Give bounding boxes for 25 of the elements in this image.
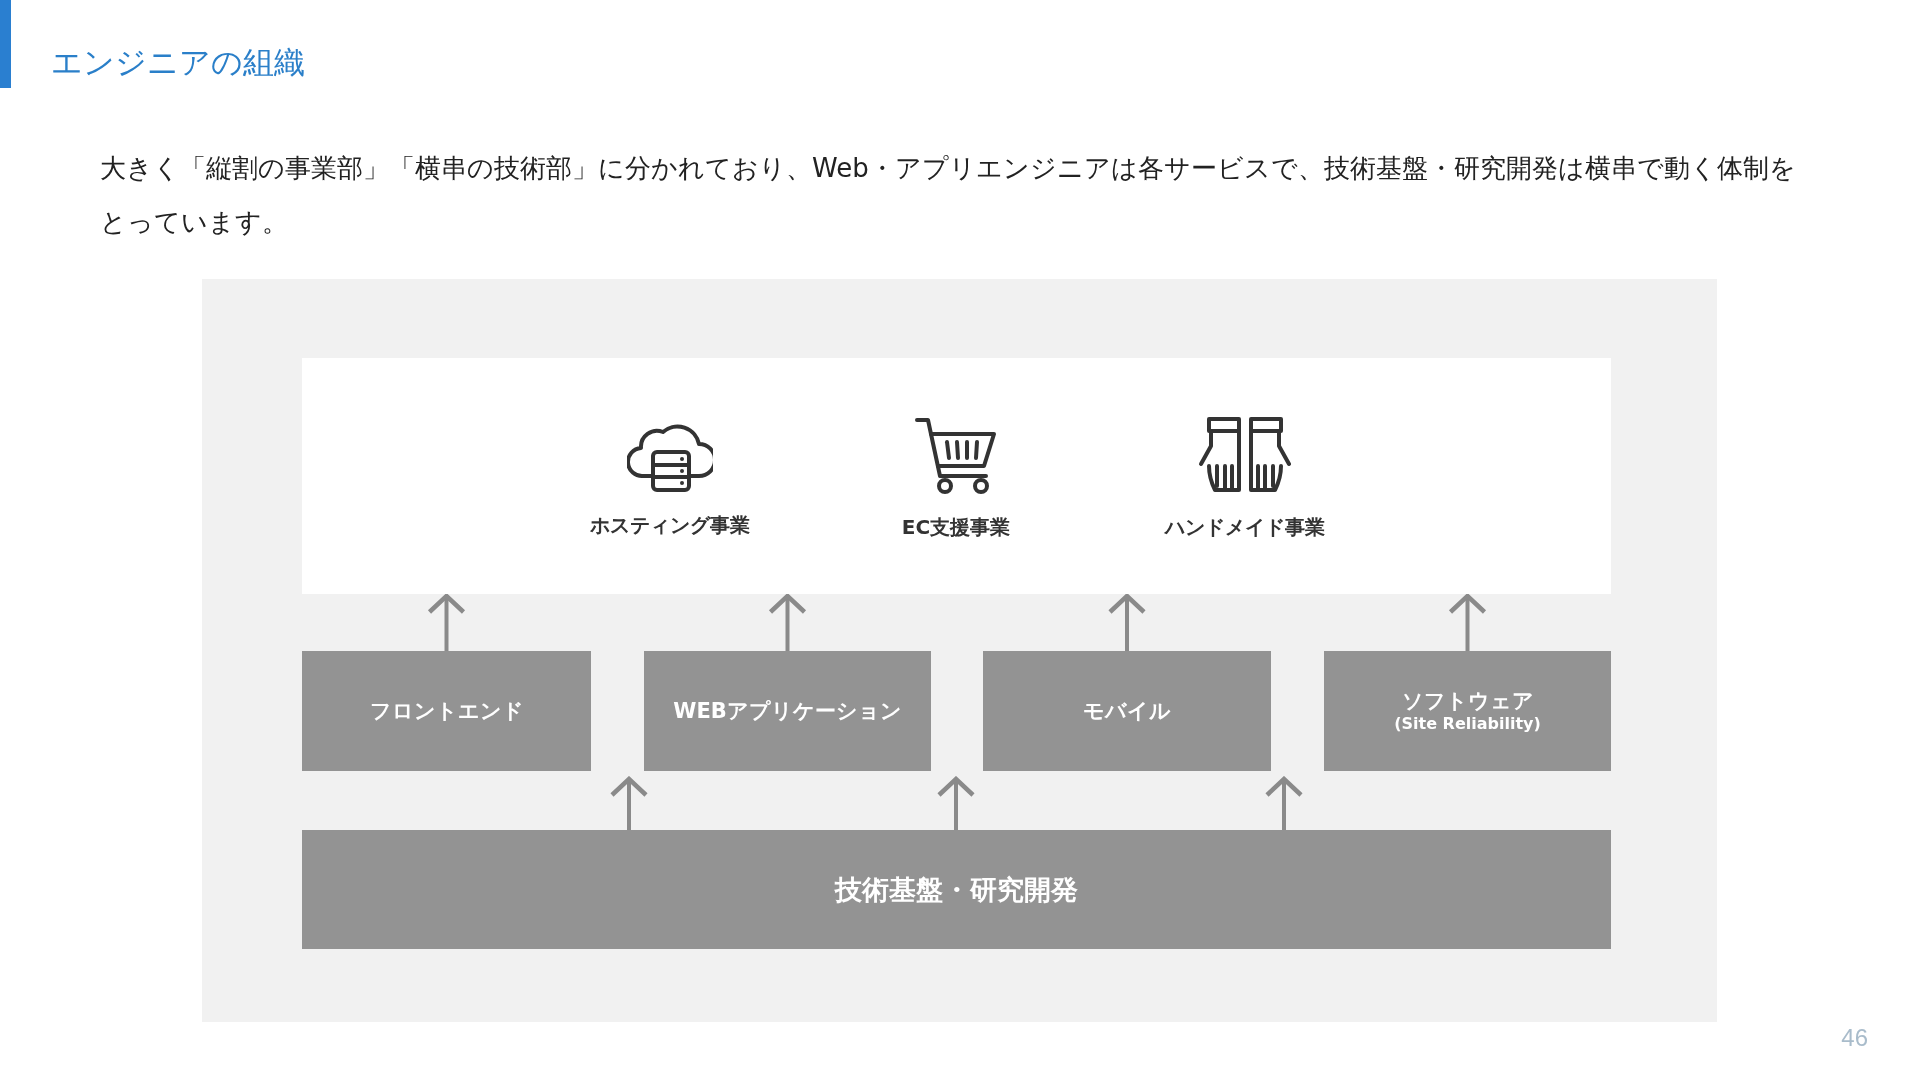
services-panel [302, 358, 1611, 594]
arrow [1107, 593, 1147, 651]
service-label: ホスティング事業 [590, 511, 750, 539]
arrow [936, 776, 976, 830]
platform-bar [302, 830, 1611, 949]
box-label: モバイル [1083, 697, 1171, 725]
box-subtitle: (Site Reliability) [1394, 714, 1541, 735]
arrow [427, 593, 466, 651]
box-label: ソフトウェア [1401, 687, 1534, 715]
team-box [1324, 651, 1611, 771]
service-label: EC支援事業 [901, 513, 1011, 541]
arrow [1448, 593, 1487, 651]
arrow [1264, 776, 1304, 830]
arrow [609, 776, 649, 830]
team-box [983, 651, 1271, 771]
description-text: 大きく「縦割の事業部」「横串の技術部」に分かれており、Web・アプリエンジニアは各サービスで、技術基盤・研究開発は横串で動く体制をとっています。 [100, 152, 1797, 239]
slide-title: エンジニアの組織 [51, 43, 305, 82]
box-label: フロントエンド [369, 697, 524, 725]
box-label: WEBアプリケーション [673, 697, 902, 725]
team-box [644, 651, 931, 771]
page-number: 46 [1841, 1024, 1868, 1052]
service-label: ハンドメイド事業 [1165, 513, 1325, 541]
team-box [302, 651, 591, 771]
arrow [768, 593, 807, 651]
box-label: 技術基盤・研究開発 [835, 872, 1078, 907]
